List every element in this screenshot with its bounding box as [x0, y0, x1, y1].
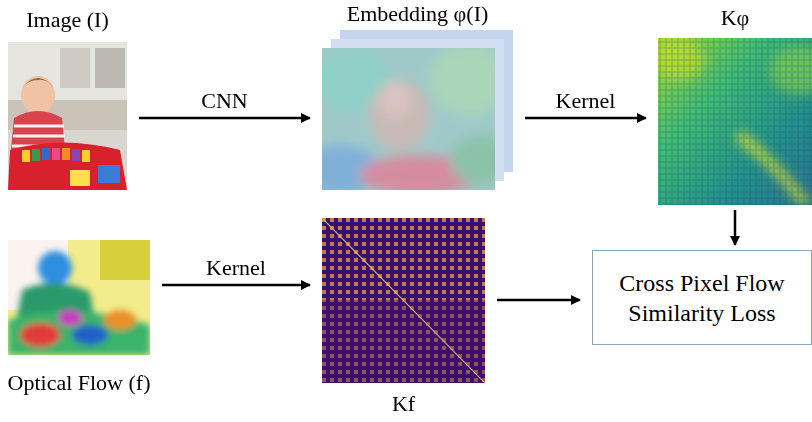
flow-panel: Optical Flow (f) — [8, 240, 150, 355]
panel-label: Kf — [392, 392, 415, 416]
panel-label: Kφ — [721, 6, 750, 30]
panel-label: Image (I) — [26, 8, 108, 32]
arrow — [525, 117, 646, 120]
arrow — [139, 117, 310, 120]
arrow — [734, 210, 737, 245]
kernel-panel: Kφ — [658, 38, 812, 205]
panel-label: Optical Flow (f) — [8, 371, 151, 395]
embedding-panel: Embedding φ(I) — [322, 30, 513, 190]
embedding-stack — [300, 30, 513, 195]
kernel-panel: Kf — [322, 218, 485, 383]
kernel-matrix — [322, 218, 485, 383]
box-text: Cross Pixel Flow Similarity Loss — [593, 262, 811, 334]
panel-label: Embedding φ(I) — [347, 2, 489, 26]
edge-label: Kernel — [556, 89, 616, 113]
optical-flow-image — [8, 240, 150, 355]
kernel-matrix — [658, 38, 812, 205]
arrow — [497, 299, 580, 302]
edge-label: CNN — [201, 89, 247, 113]
loss-box: Cross Pixel Flow Similarity Loss — [592, 250, 812, 345]
edge-label: Kernel — [206, 256, 266, 280]
image-panel: Image (I) — [8, 42, 127, 190]
arrow — [162, 284, 310, 287]
photo — [8, 42, 127, 190]
